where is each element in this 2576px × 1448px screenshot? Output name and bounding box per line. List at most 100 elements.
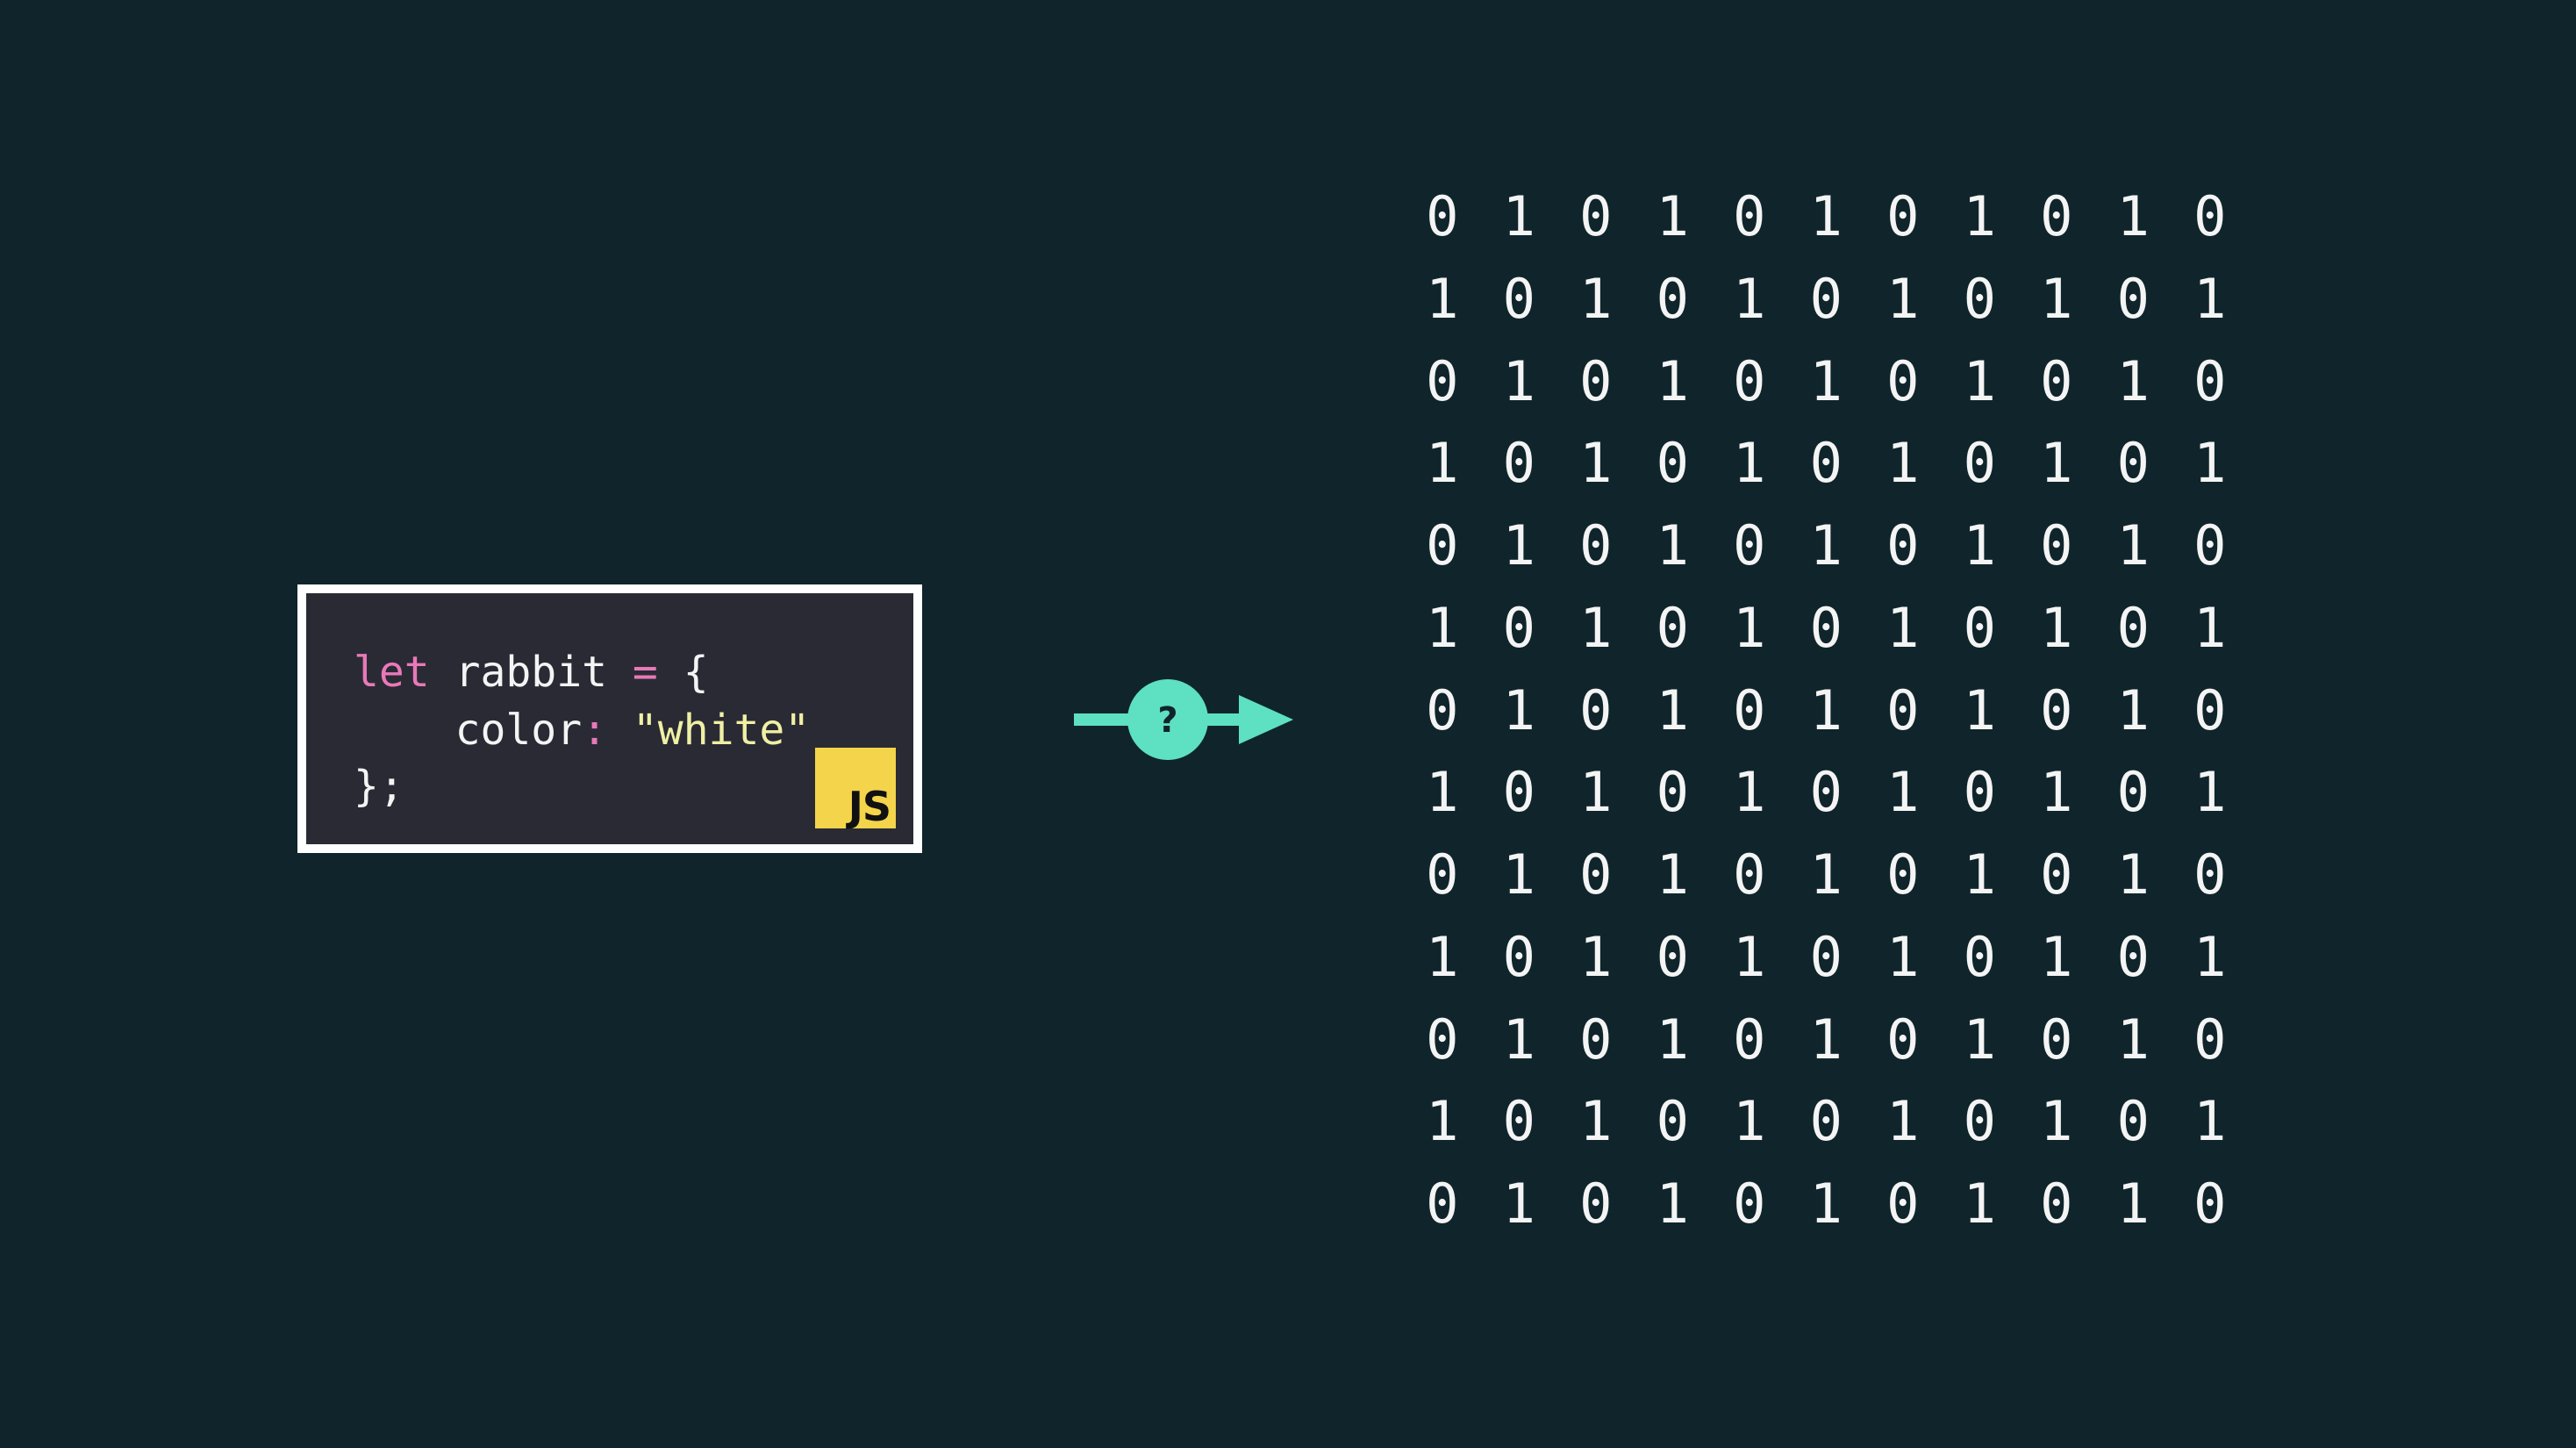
binary-digit: 0: [2116, 760, 2150, 825]
binary-digit: 1: [2193, 266, 2227, 331]
binary-digit: 0: [2193, 842, 2227, 907]
binary-digit: 1: [2116, 184, 2150, 248]
binary-digit: 1: [1656, 184, 1689, 248]
binary-digit: 1: [1656, 348, 1689, 413]
binary-digit: 1: [2193, 595, 2227, 660]
binary-digit: 1: [1579, 431, 1613, 496]
binary-digit: 1: [2116, 842, 2150, 907]
code-colon: :: [582, 706, 607, 755]
binary-digit: 1: [1963, 513, 1996, 577]
binary-digit: 1: [2040, 595, 2073, 660]
binary-digit: 1: [1579, 595, 1613, 660]
binary-digit: 1: [1963, 842, 1996, 907]
binary-digit: 1: [1579, 760, 1613, 825]
binary-digit: 0: [1733, 1172, 1766, 1236]
binary-digit: 1: [1426, 760, 1459, 825]
binary-digit: 1: [1426, 266, 1459, 331]
binary-digit: 0: [2116, 266, 2150, 331]
code-line-3: };: [354, 762, 404, 811]
binary-digit: 0: [1886, 677, 1920, 742]
binary-digit: 1: [1886, 924, 1920, 989]
binary-digit: 0: [1426, 184, 1459, 248]
binary-digit: 0: [2040, 677, 2073, 742]
binary-digit: 1: [1963, 184, 1996, 248]
binary-digit: 0: [2040, 348, 2073, 413]
code-identifier: rabbit: [429, 648, 633, 697]
binary-digit: 0: [2193, 513, 2227, 577]
binary-digit: 0: [1426, 842, 1459, 907]
binary-digit: 0: [1733, 842, 1766, 907]
binary-digit: 0: [1809, 924, 1843, 989]
binary-digit: 1: [1502, 677, 1535, 742]
code-snippet-box: let rabbit = { color: "white" }; JS: [297, 584, 922, 853]
binary-digit: 1: [1963, 1007, 1996, 1072]
binary-digit: 0: [1656, 924, 1689, 989]
binary-digit: 1: [1733, 595, 1766, 660]
binary-digit: 0: [1656, 760, 1689, 825]
js-logo-text: JS: [848, 783, 891, 830]
binary-digit: 1: [1579, 1089, 1613, 1154]
binary-digit: 0: [1963, 595, 1996, 660]
binary-digit: 0: [1963, 266, 1996, 331]
binary-digit: 1: [1502, 513, 1535, 577]
binary-digit: 0: [1502, 924, 1535, 989]
binary-digit: 0: [2116, 924, 2150, 989]
binary-digit: 0: [2193, 348, 2227, 413]
binary-digit: 0: [1426, 348, 1459, 413]
binary-digit: 0: [1886, 513, 1920, 577]
binary-digit: 0: [1963, 431, 1996, 496]
binary-digit: 0: [2040, 1007, 2073, 1072]
binary-digit: 1: [2116, 348, 2150, 413]
binary-digit: 1: [1656, 513, 1689, 577]
binary-digit: 0: [1886, 348, 1920, 413]
binary-digit: 1: [1886, 431, 1920, 496]
binary-digit: 1: [1579, 266, 1613, 331]
binary-digit: 1: [2040, 924, 2073, 989]
binary-digit: 1: [1656, 842, 1689, 907]
code-open-brace: {: [657, 648, 709, 697]
binary-digit: 1: [2116, 1007, 2150, 1072]
binary-digit: 0: [2040, 1172, 2073, 1236]
binary-digit: 1: [1502, 348, 1535, 413]
binary-digit: 1: [1733, 924, 1766, 989]
binary-digit: 1: [1502, 842, 1535, 907]
binary-digit: 1: [1886, 266, 1920, 331]
binary-digit: 0: [2193, 677, 2227, 742]
binary-digit: 1: [2116, 1172, 2150, 1236]
question-mark: ?: [1157, 700, 1177, 741]
binary-digit: 1: [1502, 184, 1535, 248]
binary-digit: 1: [1809, 348, 1843, 413]
binary-digit: 0: [1656, 595, 1689, 660]
binary-digit: 0: [1579, 1007, 1613, 1072]
binary-digit: 0: [1656, 1089, 1689, 1154]
binary-digit: 0: [1656, 431, 1689, 496]
code-keyword: let: [354, 648, 430, 697]
code-line-1: let rabbit = {: [354, 644, 709, 700]
binary-digit: 0: [2193, 1172, 2227, 1236]
binary-digit: 0: [1963, 1089, 1996, 1154]
binary-digit: 0: [1579, 348, 1613, 413]
binary-digit: 0: [2193, 184, 2227, 248]
binary-digit: 1: [1963, 348, 1996, 413]
binary-digit: 1: [1809, 513, 1843, 577]
binary-digit: 1: [2040, 760, 2073, 825]
binary-digit: 0: [2040, 513, 2073, 577]
binary-digit: 1: [2193, 760, 2227, 825]
binary-digit: 1: [1426, 595, 1459, 660]
binary-digit: 1: [1733, 266, 1766, 331]
binary-digit: 0: [1579, 184, 1613, 248]
binary-digit: 0: [1733, 348, 1766, 413]
binary-digit: 0: [1502, 595, 1535, 660]
binary-digit: 1: [1809, 1007, 1843, 1072]
binary-digit: 1: [1809, 184, 1843, 248]
binary-digit: 0: [1426, 1172, 1459, 1236]
binary-digit: 1: [1733, 760, 1766, 825]
binary-digit: 0: [1733, 1007, 1766, 1072]
binary-digit: 1: [1809, 842, 1843, 907]
binary-digit: 1: [1656, 677, 1689, 742]
binary-digit: 0: [1426, 677, 1459, 742]
binary-digit: 0: [2116, 1089, 2150, 1154]
binary-digit: 1: [2040, 1089, 2073, 1154]
binary-digit: 1: [1809, 677, 1843, 742]
binary-digit: 1: [2193, 1089, 2227, 1154]
